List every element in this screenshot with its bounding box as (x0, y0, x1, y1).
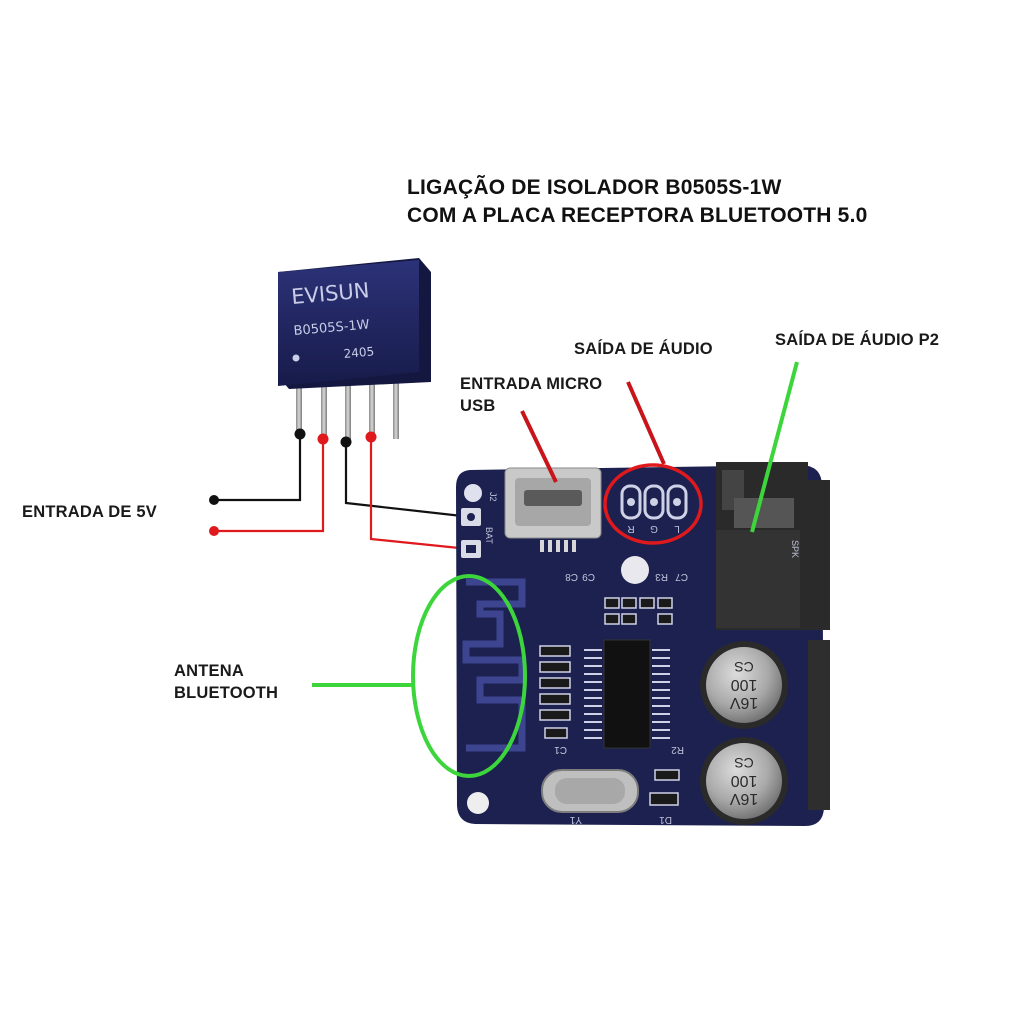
label-micro-usb-line-1: ENTRADA MICRO (460, 375, 603, 393)
isolator-pin-5 (393, 375, 399, 439)
silk-l: L (674, 523, 680, 534)
side-connector-top (808, 480, 830, 630)
isolator-code: 2405 (343, 344, 375, 361)
crystal-y1-top (555, 778, 625, 804)
ic-body (603, 639, 651, 749)
side-connector-bottom (808, 640, 830, 810)
audio-jack-contact (734, 498, 794, 528)
isolator-pin1-dot (292, 354, 300, 362)
highlight-antenna (411, 574, 527, 778)
highlight-audio-out (603, 463, 703, 545)
wires (214, 434, 472, 551)
label-audio-out-p2: SAÍDA DE ÁUDIO P2 (775, 331, 940, 349)
title-line-2: COM A PLACA RECEPTORA BLUETOOTH 5.0 (407, 204, 868, 227)
bluetooth-board: J2 BAT R G L SPK C9 (456, 462, 830, 826)
isolator-pin-4 (369, 375, 375, 437)
pointer-micro-usb (520, 410, 558, 483)
label-micro-usb-line-2: USB (460, 397, 496, 415)
isolator-pin-2 (321, 375, 327, 439)
wire-output-gnd (344, 442, 472, 519)
audio-header (620, 484, 688, 520)
dot-pin-1 (294, 428, 306, 440)
isolator-pin-1 (296, 375, 302, 437)
dot-input-vcc (209, 526, 219, 536)
silk-c9: C9 (582, 571, 595, 582)
dot-input-gnd (209, 495, 219, 505)
smd-components (539, 597, 680, 806)
silk-c1: C1 (554, 744, 567, 755)
capacitor-1: 16V 100 CS (700, 641, 788, 729)
silk-g: G (650, 523, 658, 534)
silk-d1: D1 (659, 814, 672, 825)
micro-usb-slot (524, 490, 582, 506)
led-component (621, 556, 649, 584)
mounting-hole-top-left (464, 484, 482, 502)
silk-r2: R2 (671, 744, 684, 755)
isolator-model: B0505S-1W (293, 317, 370, 339)
cap2-value: 100 (731, 772, 758, 789)
wire-dots (209, 428, 377, 536)
silk-y1: Y1 (569, 814, 582, 825)
silk-j2: J2 (488, 492, 498, 502)
cap1-value: 100 (731, 676, 758, 693)
cap2-voltage: 16V (729, 790, 758, 807)
pad-bat-hole (466, 545, 476, 553)
silk-r3: R3 (655, 571, 668, 582)
pad-gnd-hole (467, 513, 475, 521)
label-antenna: ANTENA BLUETOOTH (174, 660, 278, 704)
isolator-pin-3 (345, 375, 351, 441)
main-ic (584, 639, 670, 749)
annotations (312, 361, 799, 778)
label-antenna-line-2: BLUETOOTH (174, 684, 279, 702)
isolator-module: EVISUN B0505S-1W 2405 (278, 258, 431, 441)
dot-pin-2 (317, 433, 329, 445)
pointer-audio-p2 (750, 361, 799, 533)
wire-output-vcc (369, 437, 470, 551)
antenna-trace (462, 578, 526, 752)
wire-input-vcc (214, 439, 325, 533)
isolator-body (278, 260, 419, 386)
cap1-series: CS (734, 659, 753, 675)
wire-input-gnd (214, 434, 302, 502)
diagram-title: LIGAÇÃO DE ISOLADOR B0505S-1W COM A PLAC… (407, 174, 867, 230)
mounting-hole-bottom-left (467, 792, 489, 814)
dot-pin-4 (365, 431, 377, 443)
silk-bat: BAT (484, 527, 494, 544)
label-antenna-line-1: ANTENA (174, 662, 244, 680)
label-audio-out: SAÍDA DE ÁUDIO (574, 340, 713, 358)
silk-r: R (627, 523, 634, 534)
title-line-1: LIGAÇÃO DE ISOLADOR B0505S-1W (407, 176, 782, 199)
audio-jack-base (716, 530, 800, 628)
cap2-series: CS (734, 755, 753, 771)
capacitor-2: 16V 100 CS (700, 737, 788, 825)
micro-usb-pins (540, 540, 576, 552)
cap1-voltage: 16V (729, 694, 758, 711)
silk-spk: SPK (790, 540, 800, 558)
label-input-5v: ENTRADA DE 5V (22, 503, 157, 521)
label-micro-usb: ENTRADA MICRO USB (460, 373, 602, 417)
dot-pin-3 (340, 436, 352, 448)
pointer-audio-out (626, 381, 666, 465)
silk-c7: C7 (675, 571, 688, 582)
silk-c8: C8 (565, 571, 578, 582)
